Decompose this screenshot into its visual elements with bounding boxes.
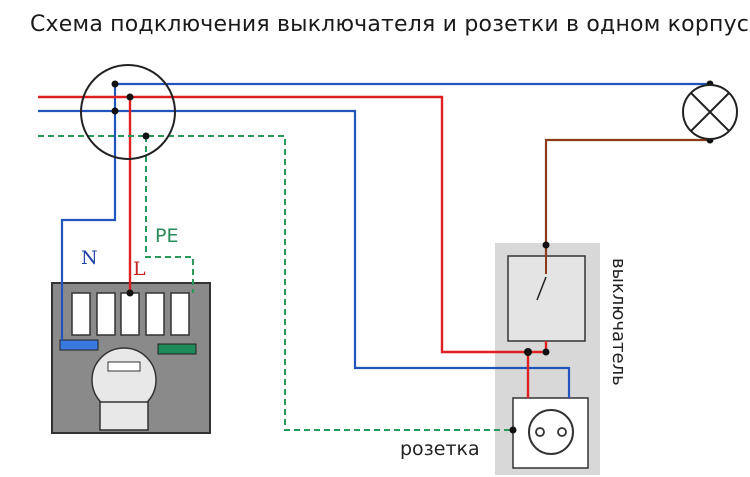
breaker-module [96, 292, 116, 336]
switch-icon [507, 255, 586, 342]
socket-label: розетка [400, 438, 480, 460]
socket-icon [512, 397, 589, 469]
meter-icon [91, 347, 157, 431]
page-title: Схема подключения выключателя и розетки … [30, 12, 750, 37]
distribution-panel [51, 282, 211, 434]
breaker-module [170, 292, 190, 336]
breaker-module [120, 292, 140, 336]
lamp-wire [544, 138, 710, 256]
breaker-module [145, 292, 165, 336]
ground-wire [38, 135, 513, 431]
junction-box-circle [80, 64, 176, 160]
neutral-bus [59, 339, 99, 351]
neutral-label: N [81, 247, 98, 269]
breaker-module [71, 292, 91, 336]
ground-label: PE [155, 225, 178, 247]
line-label: L [133, 258, 146, 280]
switch-socket-housing [495, 243, 600, 475]
switch-label: выключатель [608, 258, 629, 386]
ground-bus [157, 343, 197, 355]
lamp-cross-icon [682, 84, 738, 140]
